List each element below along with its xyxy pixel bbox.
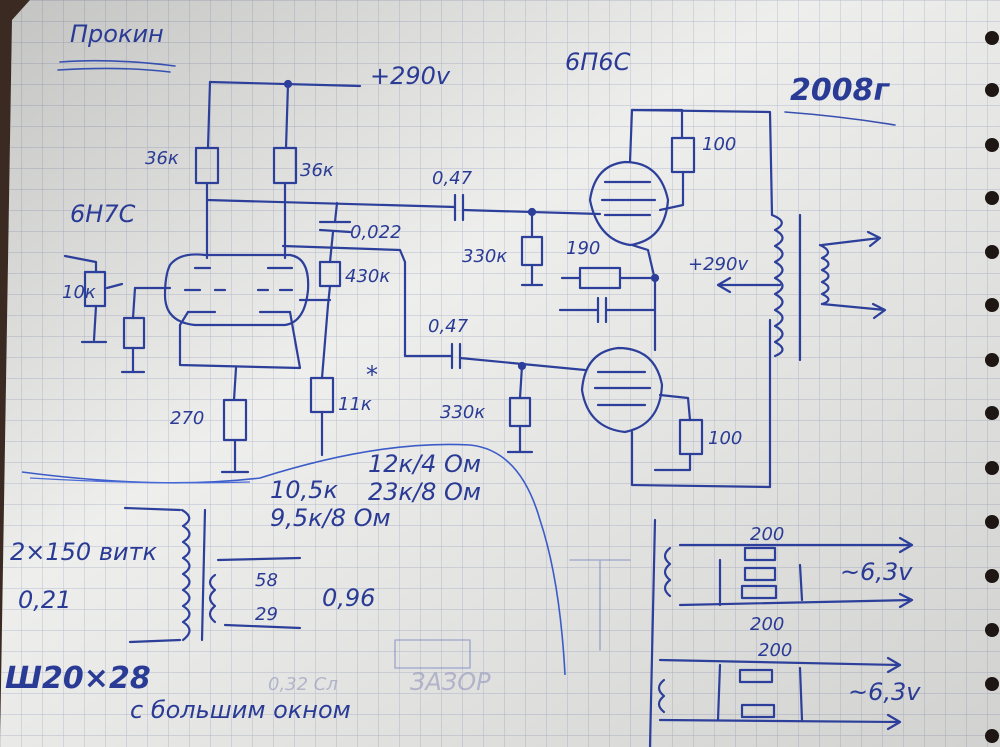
tube-6p6s-upper [588,108,774,282]
swoosh-curve [21,443,566,676]
filament-r1-label: 200 [750,524,784,545]
input-tube-label: 6Н7С [70,200,136,228]
signal-line-top [205,193,602,287]
filament-section [648,518,914,747]
tube-6n7s [133,253,310,402]
window-note: с большим окном [130,696,351,724]
supply-rail [206,79,362,150]
ot-line4: 9,5к/8 Ом [270,504,391,532]
filament-r3-label: 200 [758,640,792,661]
r330k-top-label: 330к [462,246,507,267]
pt-wire-label: 0,21 [18,586,71,614]
pt-turns-label: 2×150 витк [10,538,158,566]
resistor-270 [220,398,250,474]
author-label: Прокин [70,20,164,48]
pt-tap2-label: 29 [255,604,278,625]
filament-v1-label: ~6,3v [840,558,913,586]
binding-holes [985,31,999,743]
pale-note-1: 0,32 Сл [268,674,338,695]
underlines [57,59,896,126]
faint-marks [394,559,631,669]
c047-bot-label: 0,47 [428,316,469,337]
tube-6p6s-lower [580,318,772,489]
power-transformer [123,506,302,644]
r100-top-label: 100 [702,134,736,155]
supply-label: +290v [370,62,451,90]
filament-v2-label: ~6,3v [848,678,921,706]
r100-bot-label: 100 [708,428,742,449]
year-label: 2008г [790,73,890,108]
c047-top-label: 0,47 [432,168,473,189]
ot-line3: 10,5к [270,476,338,504]
potentiometer-10k [63,254,146,374]
star-mark: * [366,361,378,389]
output-tube-label: 6П6С [565,48,631,76]
r430k-label: 430к [345,266,390,287]
supply-mid-label: +290v [688,254,748,275]
resistor-36k-left [194,146,220,260]
r270-label: 270 [170,408,204,429]
r36k-left-label: 36к [145,148,179,169]
pale-note-2: ЗАЗОР [410,668,491,696]
core-label: Ш20×28 [5,661,151,696]
r330k-bot-label: 330к [440,402,485,423]
pt-wire2-label: 0,96 [322,584,375,612]
resistor-11k [309,303,335,457]
ot-line2: 23к/8 Ом [368,478,481,506]
r36k-right-label: 36к [300,160,334,181]
c0022-label: 0,022 [350,222,402,243]
r11k-label: 11к [338,394,372,415]
filament-r2-label: 200 [750,614,784,635]
ot-line1: 12к/4 Ом [368,450,481,478]
pot-10k-label: 10к [62,282,96,303]
r190-label: 190 [566,238,600,259]
resistor-190 [558,266,660,352]
feedback-network [281,201,587,454]
output-transformer [716,213,887,362]
pt-tap1-label: 58 [255,570,278,591]
